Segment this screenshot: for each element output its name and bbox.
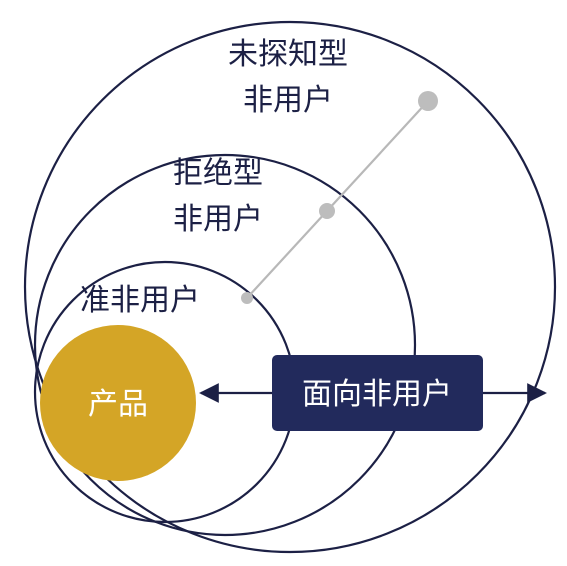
middle-ring-label-line1: 拒绝型 bbox=[173, 156, 263, 191]
connector-dot-outer bbox=[418, 91, 438, 111]
target-box-label: 面向非用户 bbox=[302, 377, 452, 412]
middle-ring bbox=[33, 153, 417, 537]
product-circle bbox=[40, 325, 196, 481]
outer-ring-label-line1: 未探知型 bbox=[228, 37, 348, 72]
middle-ring-label-line2: 非用户 bbox=[173, 202, 263, 237]
target-box bbox=[272, 355, 483, 431]
outer-ring-label-line2: 非用户 bbox=[243, 83, 333, 118]
product-label: 产品 bbox=[88, 387, 148, 422]
connector-line bbox=[246, 100, 429, 299]
connector-dot-inner bbox=[241, 292, 253, 304]
connector-dot-middle bbox=[319, 203, 335, 219]
inner-ring-label: 准非用户 bbox=[80, 283, 200, 318]
outer-ring bbox=[23, 20, 557, 554]
